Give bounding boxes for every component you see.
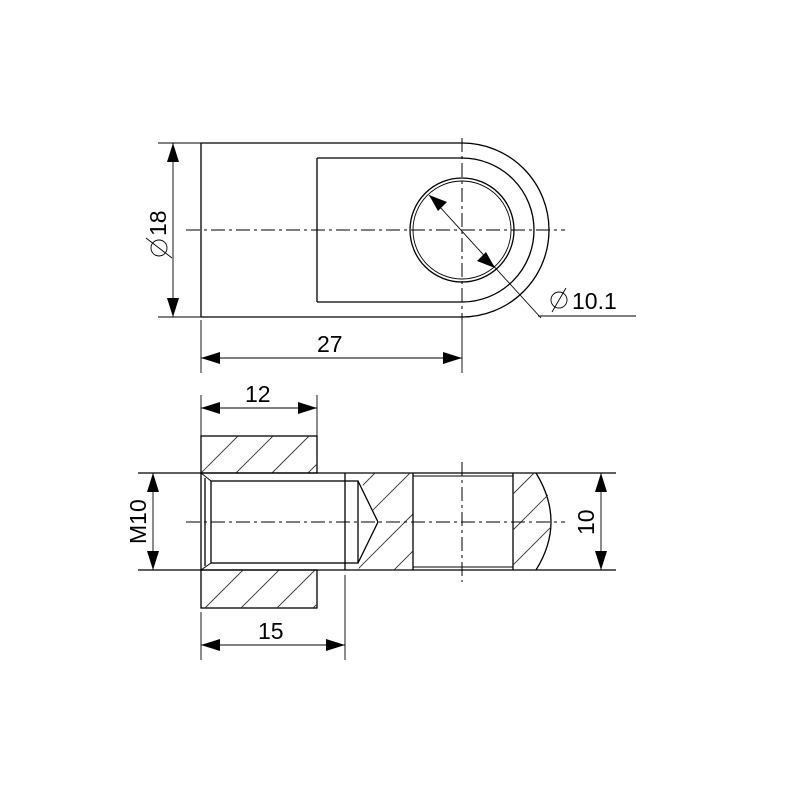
section-view: 12 [125, 381, 616, 660]
dim-hole-diameter: 10.1 [550, 287, 617, 314]
top-view: 18 10.1 27 [145, 138, 636, 373]
dim-18-label: 18 [145, 210, 171, 236]
hatch-bottom-block [204, 570, 317, 608]
drill-cone [357, 480, 379, 564]
thread-bore [210, 480, 359, 564]
dim-10.1-label: 10.1 [572, 288, 617, 314]
dim-12-label: 12 [245, 381, 271, 407]
dim-outer-diameter: 18 [145, 210, 173, 259]
eye-end-arc [535, 472, 552, 571]
dim-27-label: 27 [317, 331, 343, 357]
inner-arc [461, 157, 535, 303]
dim-M10-label: M10 [125, 499, 151, 544]
hatch-top-block [201, 436, 317, 473]
hatch-eye-end [513, 473, 552, 566]
dim-15-label: 15 [258, 618, 284, 644]
dim-10-label: 10 [573, 509, 599, 535]
